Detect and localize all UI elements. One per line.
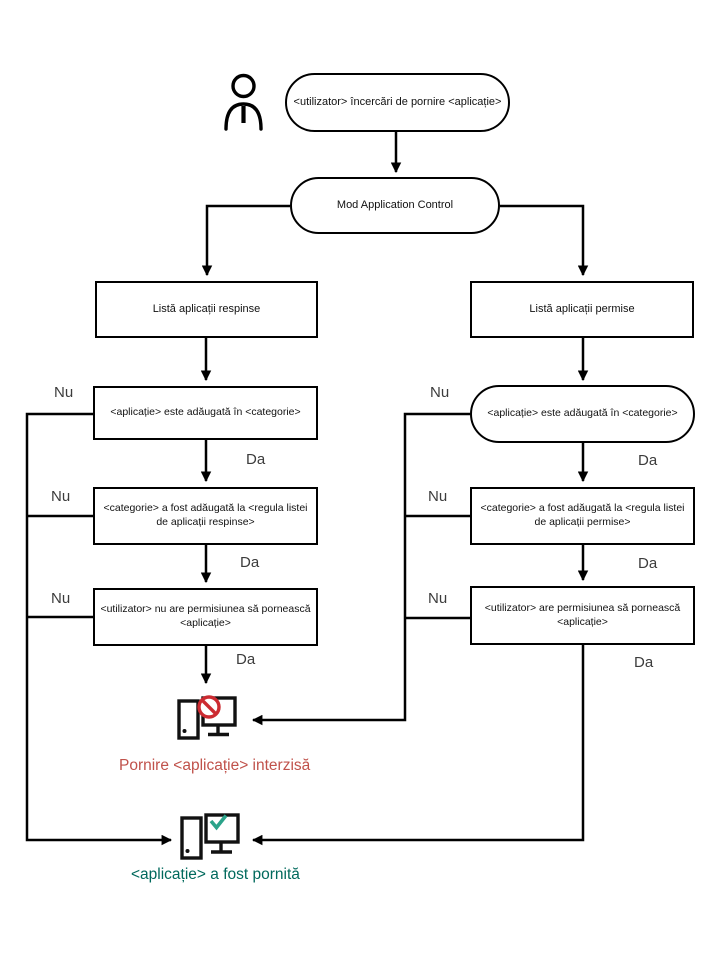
left-category-check-node: <aplicație> este adăugată în <categorie>	[93, 386, 318, 440]
no-label: Nu	[428, 590, 448, 607]
allowed-list-node: Listă aplicații permise	[470, 281, 694, 338]
no-label: Nu	[51, 590, 71, 607]
prohibition-icon	[197, 695, 221, 719]
blocked-outcome-text: Pornire <aplicație> interzisă	[119, 757, 311, 774]
blocked-computer-icon	[177, 695, 237, 740]
left-no-trunk-to-started	[25, 412, 173, 846]
right-rule-check-node: <categorie> a fost adăugată la <regula l…	[470, 487, 695, 545]
yes-label: Da	[638, 555, 658, 572]
no-label: Nu	[428, 488, 448, 505]
right-category-check-node: <aplicație> este adăugată în <categorie>	[470, 385, 695, 443]
arrow-mode-to-allowed-list	[500, 204, 589, 277]
check-icon	[209, 814, 228, 831]
application-control-mode-node: Mod Application Control	[290, 177, 500, 234]
no-label: Nu	[51, 488, 71, 505]
left-rule-check-node: <categorie> a fost adăugată la <regula l…	[93, 487, 318, 545]
started-outcome-text: <aplicație> a fost pornită	[131, 866, 300, 883]
no-label: Nu	[54, 384, 74, 401]
right-permission-node: <utilizator> are permisiunea să porneasc…	[470, 586, 695, 645]
denied-list-node: Listă aplicații respinse	[95, 281, 318, 338]
left-permission-node: <utilizator> nu are permisiunea să porne…	[93, 588, 318, 646]
yes-label: Da	[634, 654, 654, 671]
arrow-right-step3-to-started	[251, 645, 585, 846]
yes-label: Da	[240, 554, 260, 571]
arrow-mode-to-denied-list	[201, 204, 290, 277]
yes-label: Da	[246, 451, 266, 468]
no-label: Nu	[430, 384, 450, 401]
user-icon	[224, 73, 263, 131]
start-node: <utilizator> încercări de pornire <aplic…	[285, 73, 510, 132]
yes-label: Da	[638, 452, 658, 469]
right-no-trunk-to-blocked	[251, 412, 470, 726]
yes-label: Da	[236, 651, 256, 668]
allowed-computer-icon	[180, 813, 240, 860]
